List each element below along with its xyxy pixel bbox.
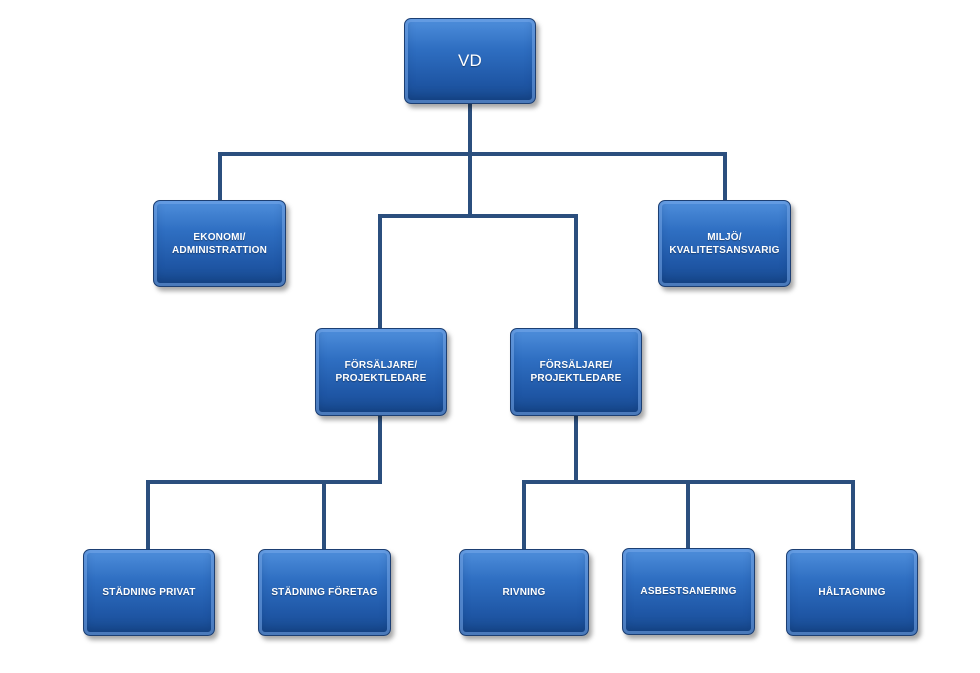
node-rivning-label: RIVNING <box>502 587 546 598</box>
node-asbestsanering-label: ASBESTSANERING <box>640 586 737 597</box>
node-forsaljare-right: FÖRSÄLJARE/ PROJEKTLEDARE <box>510 328 642 416</box>
node-rivning: RIVNING <box>459 549 589 636</box>
node-ekonomi-administration: EKONOMI/ ADMINISTRATTION <box>153 200 286 287</box>
node-stadning-foretag-label: STÄDNING FÖRETAG <box>271 587 378 598</box>
node-ekonomi-label: EKONOMI/ ADMINISTRATTION <box>171 231 268 256</box>
node-haltagning-label: HÅLTAGNING <box>818 587 886 598</box>
node-miljo-kvalitet: MILJÖ/ KVALITETSANSVARIG <box>658 200 791 287</box>
node-vd-label: VD <box>457 51 483 70</box>
node-forsaljare-left-label: FÖRSÄLJARE/ PROJEKTLEDARE <box>335 360 427 384</box>
node-stadning-privat: STÄDNING PRIVAT <box>83 549 215 636</box>
node-forsaljare-left: FÖRSÄLJARE/ PROJEKTLEDARE <box>315 328 447 416</box>
node-haltagning: HÅLTAGNING <box>786 549 918 636</box>
node-miljo-label: MILJÖ/ KVALITETSANSVARIG <box>669 231 780 256</box>
node-stadning-foretag: STÄDNING FÖRETAG <box>258 549 391 636</box>
node-forsaljare-right-label: FÖRSÄLJARE/ PROJEKTLEDARE <box>530 360 622 384</box>
node-asbestsanering: ASBESTSANERING <box>622 548 755 635</box>
node-stadning-privat-label: STÄDNING PRIVAT <box>102 587 196 598</box>
node-vd: VD <box>404 18 536 104</box>
